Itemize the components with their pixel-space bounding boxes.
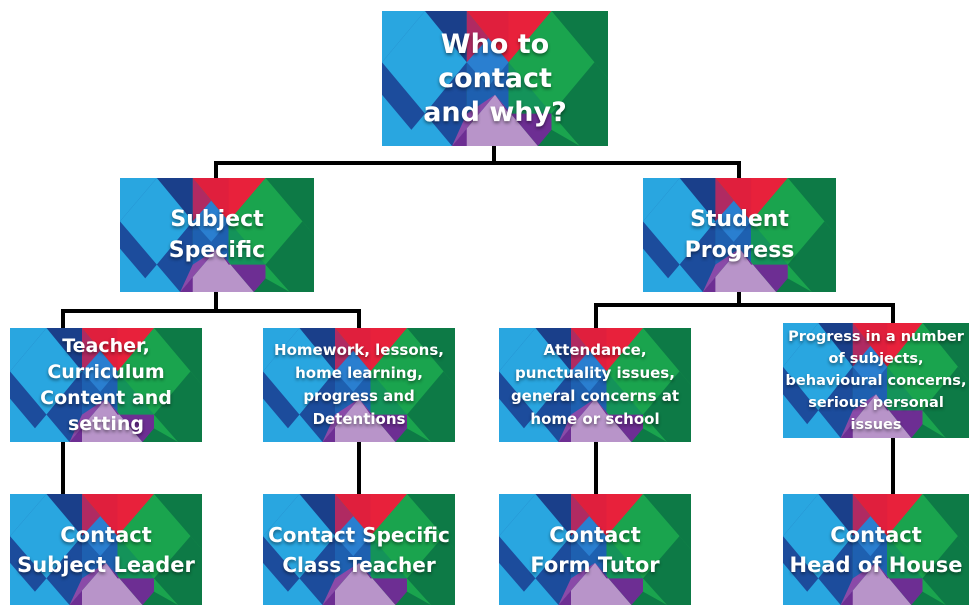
reason-homework-lessons: Homework, lessons, home learning, progre… [263,328,455,442]
root-title-line: and why? [423,96,567,128]
contact-class-teacher: Contact Specific Class Teacher [263,494,455,605]
contact-label-line: Contact [549,522,641,547]
reason-label-line: general concerns at [510,387,680,405]
root-title: Who to contact and why? [382,28,608,130]
category-label: Subject Specific [120,204,314,266]
contact-label-line: Subject Leader [17,552,195,577]
reason-label-line: punctuality issues, [515,364,675,382]
reason-label: Teacher, Curriculum Content and setting [10,333,202,437]
category-student-progress: Student Progress [643,178,836,292]
reason-label-line: Attendance, [543,341,647,359]
reason-label-line: Progress in a number [788,328,964,345]
reason-progress-behaviour: Progress in a number of subjects, behavi… [783,323,969,438]
contact-label-line: Contact [60,522,152,547]
reason-label-line: home or school [530,410,660,428]
category-label-line: Progress [684,238,795,263]
contact-head-of-house: Contact Head of House [783,494,969,605]
reason-label-line: Content and [40,387,172,409]
contact-form-tutor: Contact Form Tutor [499,494,691,605]
reason-label-line: of subjects, [828,350,924,367]
category-label-line: Subject [170,207,264,232]
reason-label-line: progress and [303,387,415,405]
root-node: Who to contact and why? [382,11,608,146]
reason-label-line: issues [850,416,902,433]
contact-label-line: Contact Specific [268,522,450,547]
reason-label-line: Detentions [312,410,406,428]
reason-attendance: Attendance, punctuality issues, general … [499,328,691,442]
category-label-line: Specific [168,238,266,263]
contact-label: Contact Specific Class Teacher [263,520,455,580]
reason-label: Progress in a number of subjects, behavi… [783,326,969,436]
reason-label-line: Teacher, [62,335,150,357]
reason-label-line: setting [68,413,144,435]
root-title-line: Who to contact [438,28,552,94]
category-label-line: Student [690,207,789,232]
contact-label: Contact Subject Leader [10,520,202,580]
contact-label: Contact Form Tutor [499,520,691,580]
reason-label: Attendance, punctuality issues, general … [499,339,691,431]
reason-label-line: Curriculum [47,361,165,383]
contact-label-line: Head of House [789,552,963,577]
reason-label-line: home learning, [295,364,423,382]
reason-label: Homework, lessons, home learning, progre… [263,339,455,431]
contact-label-line: Class Teacher [282,552,436,577]
contact-label-line: Contact [830,522,922,547]
contact-subject-leader: Contact Subject Leader [10,494,202,605]
reason-teacher-curriculum: Teacher, Curriculum Content and setting [10,328,202,442]
contact-label-line: Form Tutor [530,552,660,577]
contact-label: Contact Head of House [783,520,969,580]
category-subject-specific: Subject Specific [120,178,314,292]
category-label: Student Progress [643,204,836,266]
reason-label-line: Homework, lessons, [274,341,444,359]
reason-label-line: serious personal [808,394,944,411]
reason-label-line: behavioural concerns, [785,372,967,389]
